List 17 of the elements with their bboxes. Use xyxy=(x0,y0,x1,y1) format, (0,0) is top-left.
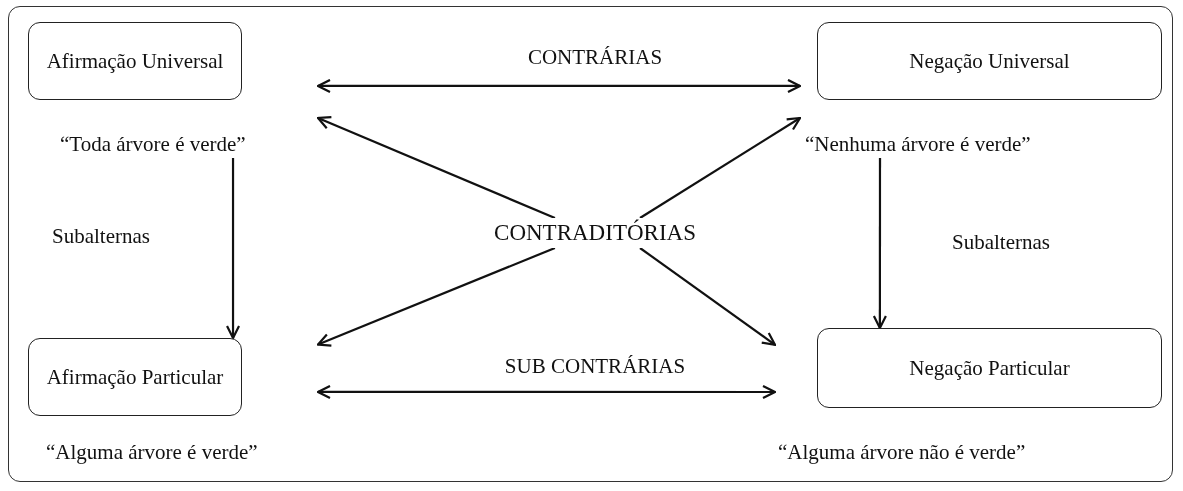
rounded-box: Negação Universal xyxy=(817,22,1162,100)
rounded-box: Afirmação Universal xyxy=(28,22,242,100)
example-quote: “Alguma árvore não é verde” xyxy=(778,440,1026,465)
relation-label: CONTRADITÓRIAS xyxy=(494,218,696,248)
arrow xyxy=(225,158,241,340)
example-quote: “Alguma árvore é verde” xyxy=(46,440,258,465)
example-quote: “Toda árvore é verde” xyxy=(60,132,246,157)
arrow xyxy=(316,247,556,347)
arrow xyxy=(872,158,887,330)
arrow xyxy=(316,384,777,400)
rounded-box: Negação Particular xyxy=(817,328,1162,408)
arrow xyxy=(639,247,777,346)
arrow xyxy=(639,116,802,219)
arrow xyxy=(316,116,556,219)
arrow xyxy=(316,78,802,93)
example-quote: “Nenhuma árvore é verde” xyxy=(805,132,1031,157)
rounded-box: Afirmação Particular xyxy=(28,338,242,416)
